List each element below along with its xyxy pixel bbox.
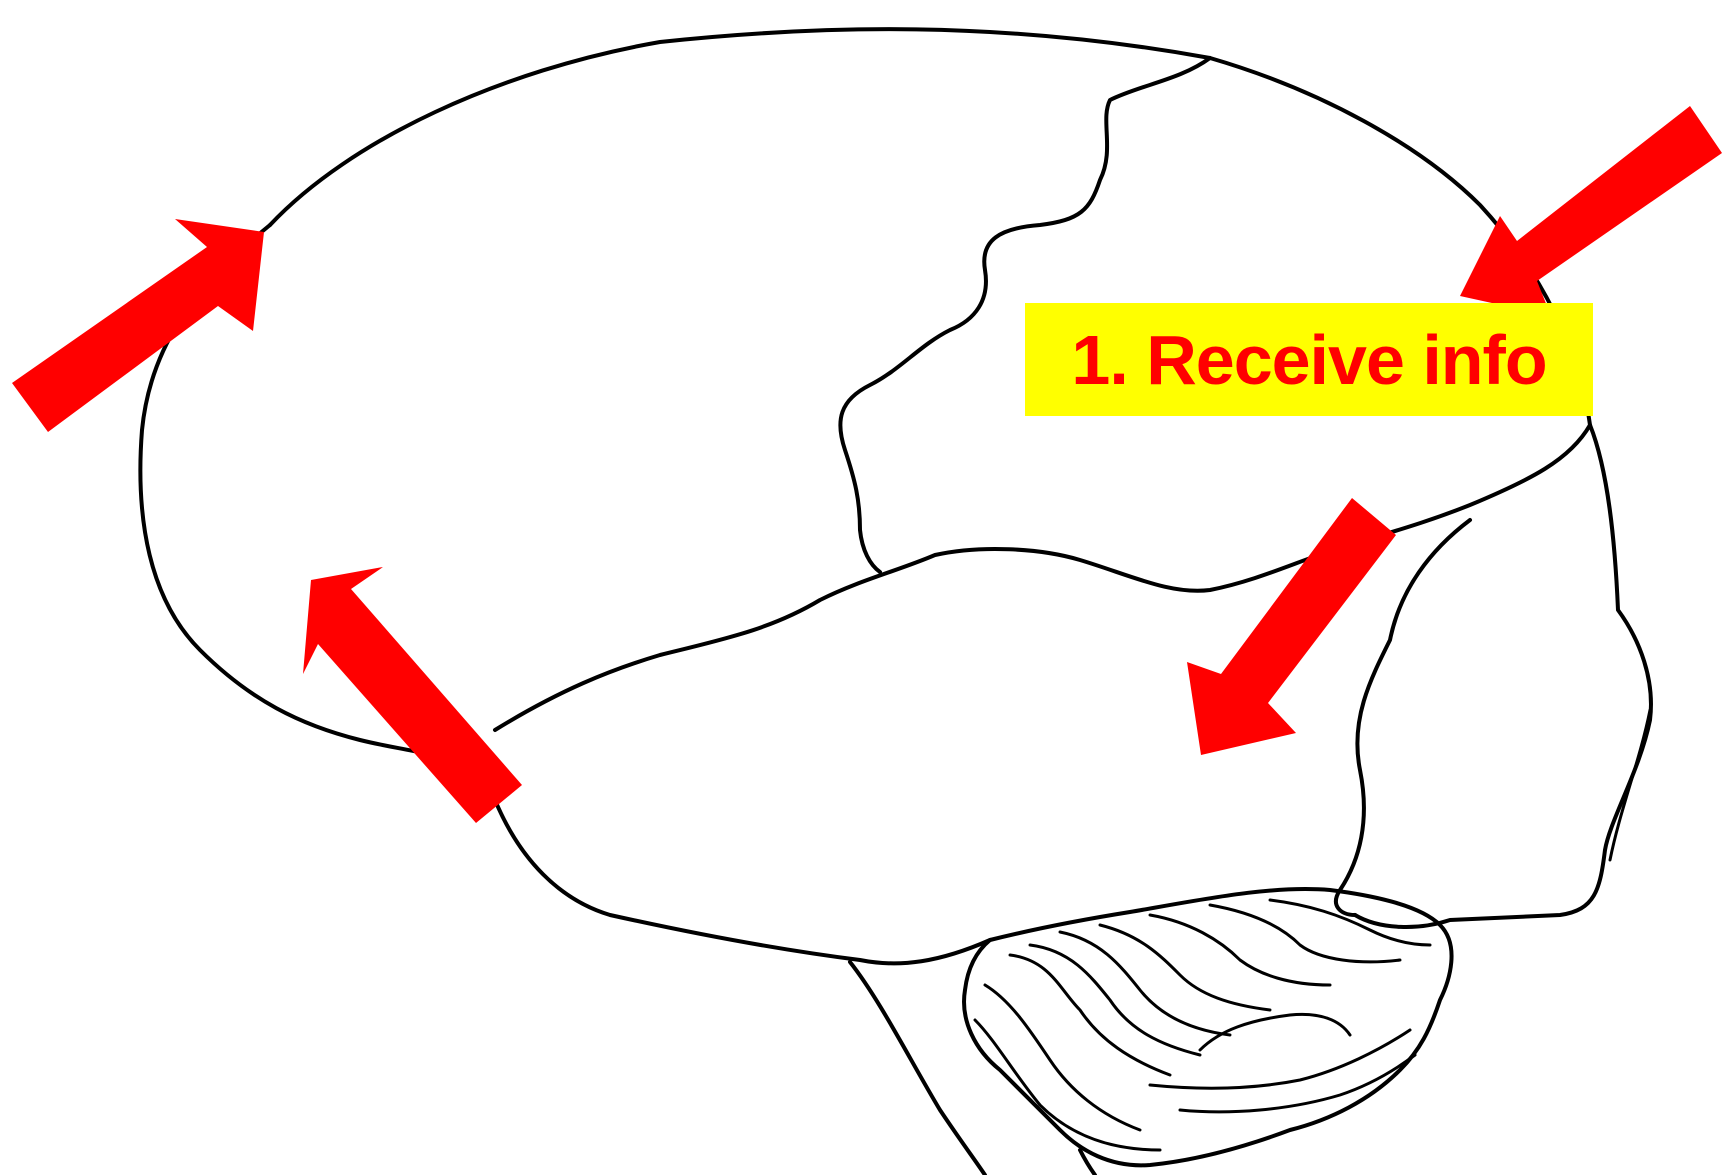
lateral-fissure (495, 425, 1590, 730)
arrow-into-parietal (1460, 106, 1722, 316)
arrow-group (12, 106, 1722, 823)
arrow-into-frontal-bottom (303, 567, 522, 823)
arrow-into-temporal (1187, 498, 1396, 755)
cerebellum-outline (964, 889, 1452, 1165)
frontal-outline (140, 225, 990, 963)
receive-info-label: 1. Receive info (1025, 303, 1593, 416)
arrow-into-frontal-top (12, 219, 264, 432)
occipital-edge (1610, 710, 1650, 860)
